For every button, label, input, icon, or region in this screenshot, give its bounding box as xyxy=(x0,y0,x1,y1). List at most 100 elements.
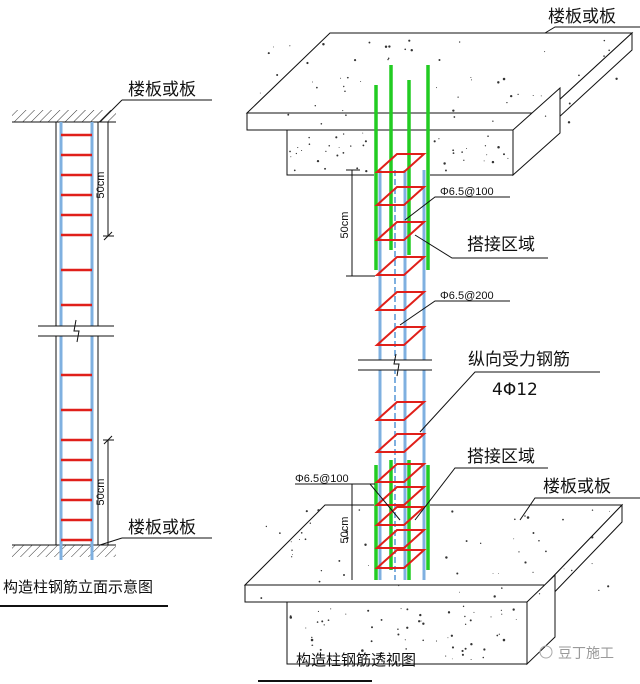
label-stirrup-dense-top: Φ6.5@100 xyxy=(440,186,494,198)
speckle xyxy=(387,57,390,60)
speckle xyxy=(340,77,342,79)
speckle xyxy=(514,518,516,521)
speckle xyxy=(538,539,540,542)
speckle xyxy=(420,620,422,622)
speckle xyxy=(422,639,424,642)
speckle xyxy=(498,573,499,575)
speckle xyxy=(544,51,546,53)
speckle xyxy=(461,653,464,656)
speckle xyxy=(483,648,486,651)
speckle xyxy=(473,611,475,613)
speckle xyxy=(591,563,593,565)
speckle xyxy=(291,556,293,558)
speckle xyxy=(502,77,506,81)
speckle xyxy=(290,541,292,543)
speckle xyxy=(358,509,361,511)
speckle xyxy=(325,150,327,153)
speckle xyxy=(451,646,455,649)
speckle xyxy=(342,151,345,154)
concrete-texture xyxy=(259,39,618,661)
speckle xyxy=(451,510,454,513)
speckle xyxy=(470,79,473,81)
speckle xyxy=(404,639,406,641)
speckle xyxy=(350,145,352,147)
speckle xyxy=(591,536,594,539)
speckle xyxy=(364,140,367,143)
speckle xyxy=(406,608,409,611)
speckle xyxy=(526,516,530,519)
bottom-slab-hatch xyxy=(12,545,116,557)
speckle xyxy=(298,539,300,541)
speckle xyxy=(319,648,322,651)
speckle xyxy=(463,159,465,161)
speckle xyxy=(338,559,341,562)
label-lap-zone-top: 搭接区域 xyxy=(467,235,535,255)
bottom-slab-front-face xyxy=(244,584,546,603)
label-top-slab: 楼板或板 xyxy=(548,7,616,27)
label-stirrup-normal: Φ6.5@200 xyxy=(440,290,494,302)
speckle xyxy=(304,538,307,541)
speckle xyxy=(362,132,364,134)
speckle xyxy=(563,568,565,570)
speckle xyxy=(343,85,345,88)
speckle xyxy=(443,162,446,165)
speckle xyxy=(345,520,347,522)
label-bottom-slab: 楼板或板 xyxy=(543,477,611,497)
speckle xyxy=(342,133,345,135)
speckle xyxy=(568,102,571,105)
speckle xyxy=(289,45,291,47)
speckle xyxy=(609,510,610,512)
speckle xyxy=(567,121,571,124)
speckle xyxy=(457,96,459,98)
speckle xyxy=(502,638,506,642)
speckle xyxy=(538,593,541,595)
speckle xyxy=(345,613,347,615)
speckle xyxy=(486,154,488,156)
speckle xyxy=(469,619,472,622)
speckle xyxy=(336,154,339,157)
speckle xyxy=(492,120,494,122)
elev-title: 构造柱钢筋立面示意图 xyxy=(3,578,153,596)
stirrup xyxy=(374,549,427,569)
speckle xyxy=(388,45,391,48)
speckle xyxy=(459,591,460,593)
speckle xyxy=(320,569,323,572)
speckle xyxy=(364,543,367,546)
speckle xyxy=(404,48,407,51)
perspective-stirrups xyxy=(374,153,427,569)
speckle xyxy=(327,619,330,621)
stirrup xyxy=(374,326,427,346)
speckle xyxy=(517,93,519,95)
speckle xyxy=(265,525,268,528)
speckle xyxy=(397,628,399,630)
speckle xyxy=(344,90,346,93)
speckle xyxy=(342,110,344,112)
speckle xyxy=(497,81,500,84)
speckle xyxy=(305,510,308,513)
speckle xyxy=(497,146,500,149)
elev-top-slab-label: 楼板或板 xyxy=(128,80,196,100)
speckle xyxy=(496,634,499,637)
speckle xyxy=(380,652,383,655)
elevation-stirrups xyxy=(61,133,92,542)
speckle xyxy=(464,615,466,618)
speckle xyxy=(308,136,310,139)
speckle xyxy=(321,620,324,623)
speckle xyxy=(273,46,274,48)
speckle xyxy=(314,104,317,107)
speckle xyxy=(453,116,456,118)
speckle xyxy=(316,159,320,163)
speckle xyxy=(317,509,320,512)
speckle xyxy=(545,550,547,553)
speckle xyxy=(300,531,303,534)
elev-bottom-slab-label: 楼板或板 xyxy=(128,518,196,538)
persp-dim-bottom: 50cm xyxy=(339,517,351,544)
top-slab-front-face xyxy=(246,112,546,131)
break-symbol-3d xyxy=(393,353,400,377)
speckle xyxy=(318,580,321,583)
stirrup xyxy=(374,291,427,311)
bottom-beam xyxy=(286,601,528,665)
speckle xyxy=(317,610,319,613)
speckle xyxy=(345,114,347,116)
stirrup xyxy=(374,463,427,483)
